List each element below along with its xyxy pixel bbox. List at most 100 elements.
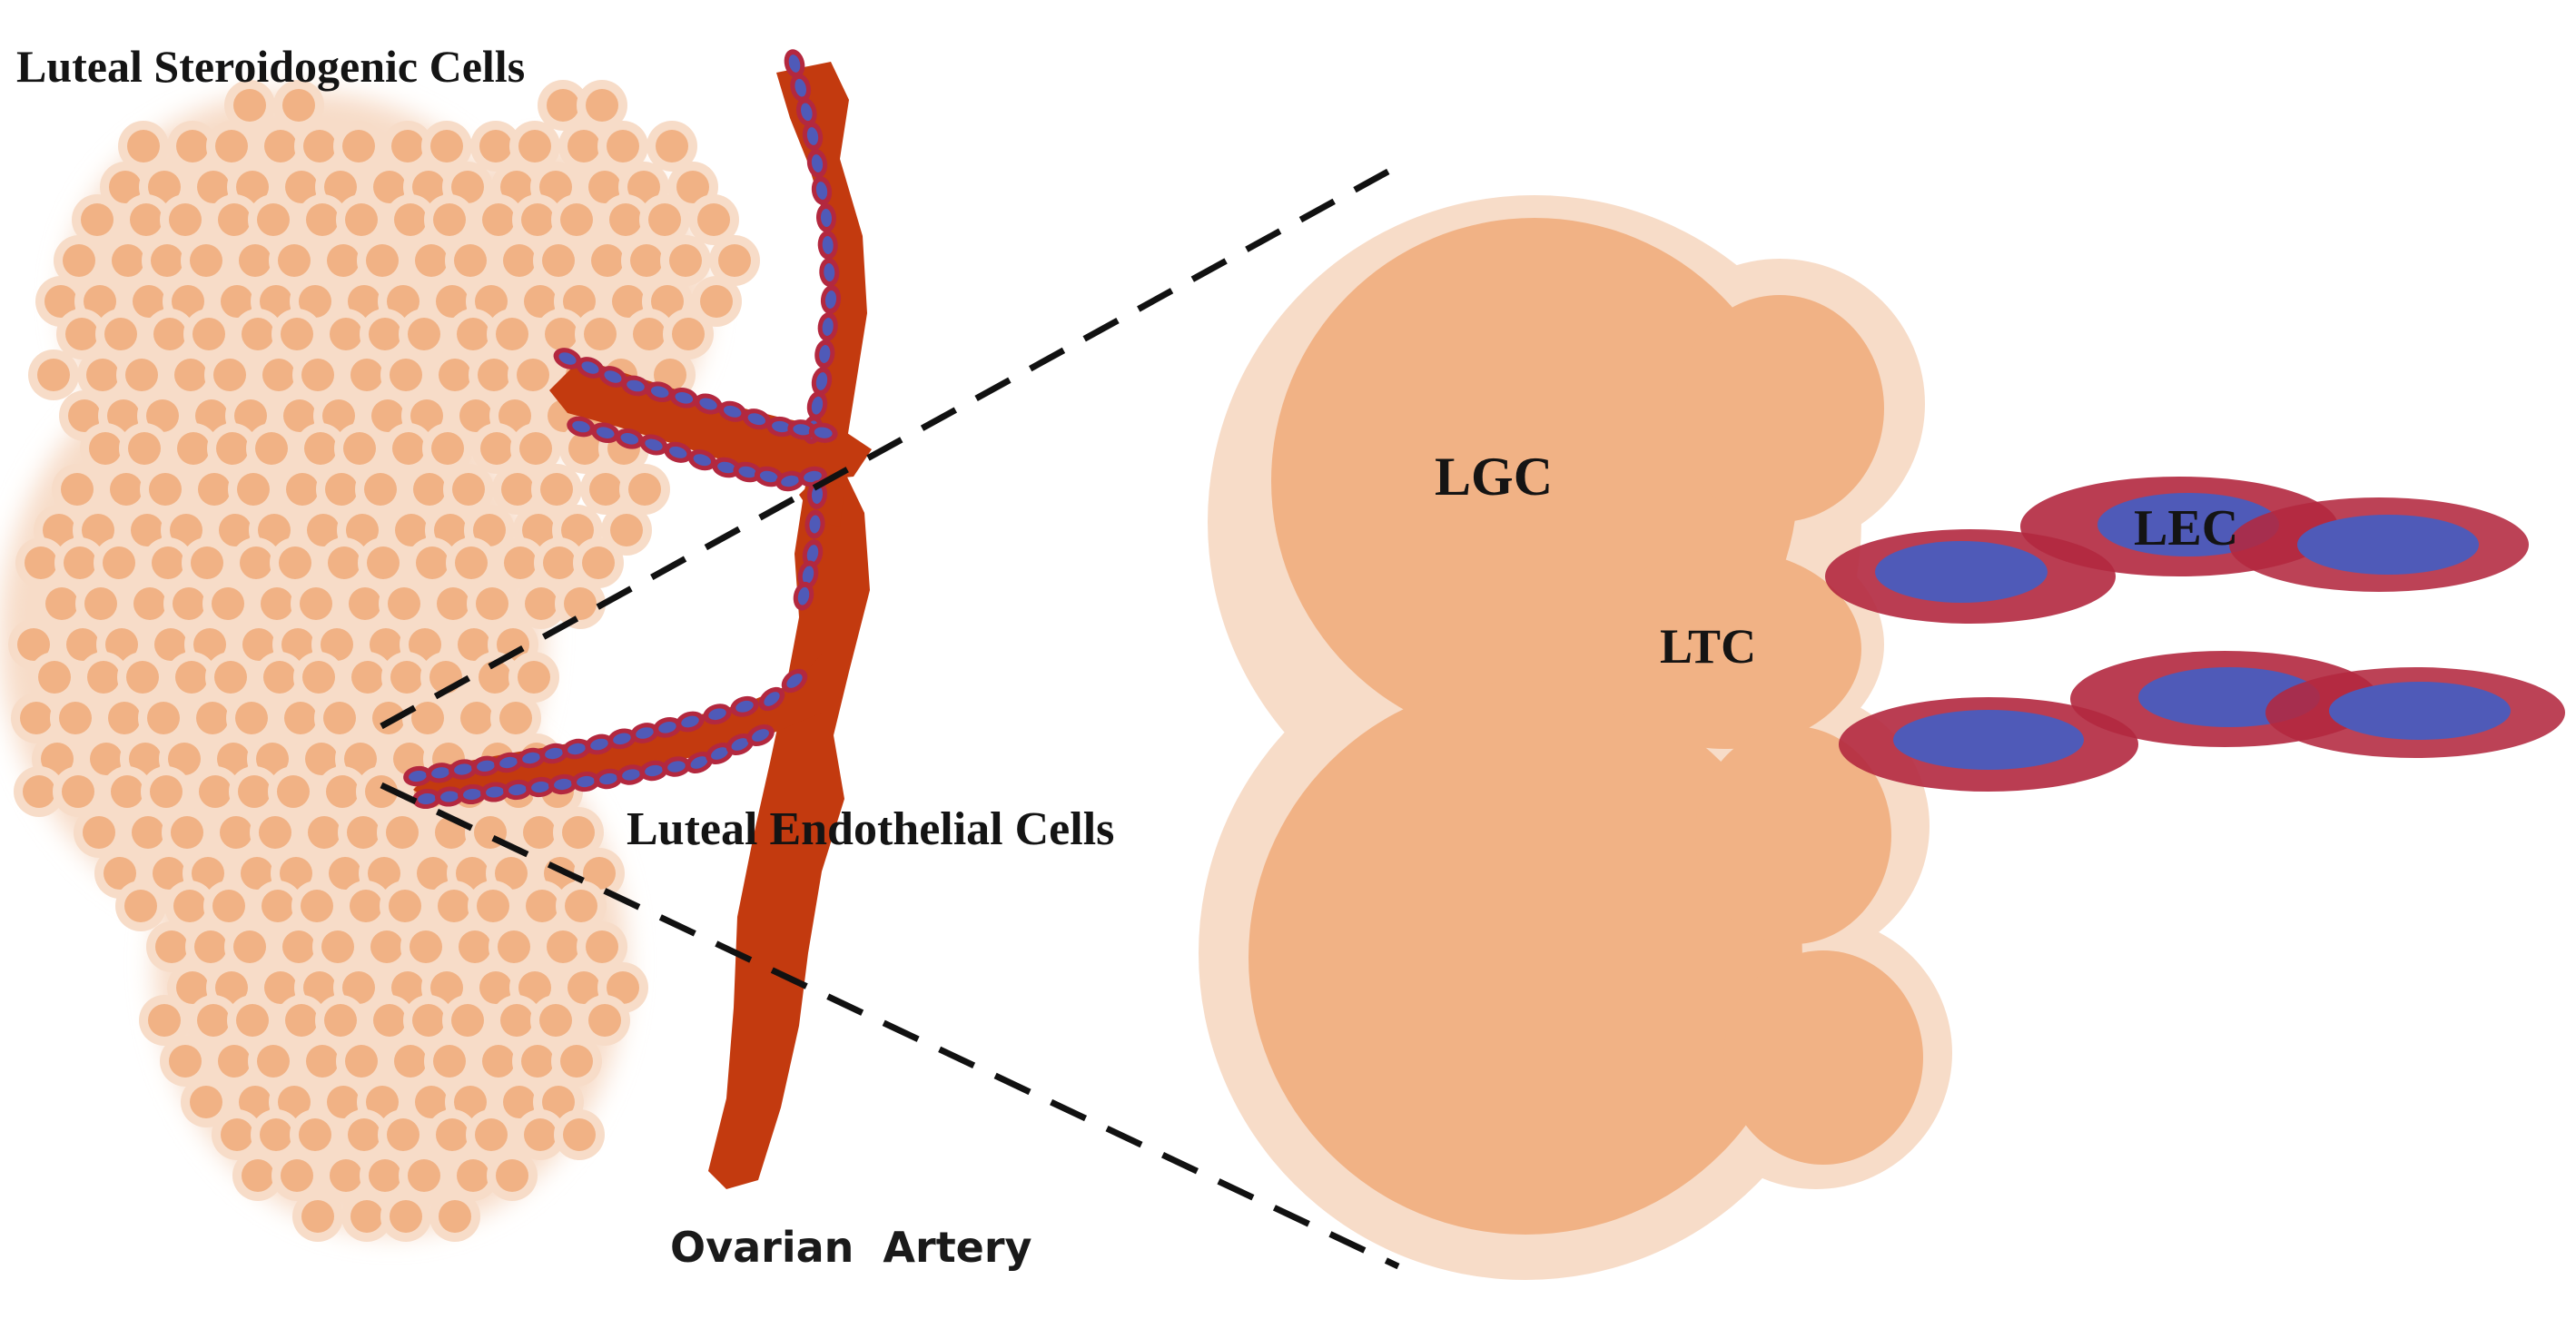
steroidogenic-cell bbox=[36, 578, 87, 629]
endothelial-cell-dot-nucleus bbox=[668, 446, 687, 458]
steroidogenic-cell-body bbox=[607, 130, 639, 162]
steroidogenic-cell bbox=[205, 652, 256, 703]
steroidogenic-cell bbox=[379, 578, 429, 629]
steroidogenic-cell-body bbox=[257, 1045, 290, 1078]
steroidogenic-cell bbox=[429, 881, 479, 931]
steroidogenic-cell-body bbox=[345, 203, 378, 236]
steroidogenic-cell bbox=[579, 995, 630, 1046]
steroidogenic-cell-body bbox=[482, 1045, 515, 1078]
steroidogenic-cell-body bbox=[242, 628, 275, 661]
steroidogenic-cell-body bbox=[610, 514, 643, 546]
steroidogenic-cell bbox=[246, 423, 297, 474]
steroidogenic-cell-body bbox=[330, 318, 362, 350]
steroidogenic-cell-body bbox=[343, 432, 376, 465]
steroidogenic-cell-body bbox=[390, 359, 422, 391]
steroidogenic-cell-body bbox=[129, 743, 162, 775]
steroidogenic-cell bbox=[146, 921, 197, 972]
steroidogenic-cell bbox=[317, 766, 368, 817]
steroidogenic-cell bbox=[619, 464, 670, 515]
steroidogenic-cell-body bbox=[411, 702, 444, 734]
endothelial-cell-dot-nucleus bbox=[440, 791, 459, 802]
steroidogenic-cell-body bbox=[433, 203, 466, 236]
steroidogenic-cell-body bbox=[108, 702, 141, 734]
steroidogenic-cell-body bbox=[282, 930, 315, 963]
steroidogenic-cell bbox=[80, 423, 131, 474]
steroidogenic-cell bbox=[422, 423, 473, 474]
steroidogenic-cell-body bbox=[372, 702, 405, 734]
steroidogenic-cell bbox=[142, 235, 192, 286]
steroidogenic-cell-body bbox=[324, 1004, 357, 1037]
steroidogenic-cell-body bbox=[350, 1200, 383, 1233]
steroidogenic-cell-body bbox=[560, 1045, 593, 1078]
steroidogenic-cell-body bbox=[500, 171, 533, 203]
steroidogenic-cell-body bbox=[151, 244, 183, 277]
endothelial-cell-1-nucleus bbox=[1875, 541, 2048, 603]
steroidogenic-cell-body bbox=[479, 130, 512, 162]
steroidogenic-cell-body bbox=[498, 930, 530, 963]
steroidogenic-cell-body bbox=[630, 244, 663, 277]
steroidogenic-cell bbox=[312, 921, 363, 972]
steroidogenic-cell-body bbox=[373, 171, 406, 203]
steroidogenic-cell-body bbox=[325, 473, 358, 506]
steroidogenic-cell-body bbox=[20, 702, 53, 734]
steroidogenic-cell bbox=[582, 235, 633, 286]
lower-large-cell bbox=[1249, 681, 1802, 1235]
endothelial-cell-dot-nucleus bbox=[658, 721, 676, 733]
steroidogenic-cell bbox=[123, 807, 173, 858]
steroidogenic-cell-body bbox=[669, 244, 702, 277]
steroidogenic-cell-body bbox=[321, 930, 354, 963]
steroidogenic-cell-body bbox=[408, 1159, 440, 1192]
steroidogenic-cell-body bbox=[371, 399, 404, 432]
steroidogenic-cell-body bbox=[174, 359, 207, 391]
steroidogenic-cell-body bbox=[542, 1086, 575, 1118]
endothelial-cell-dot-nucleus bbox=[581, 361, 599, 374]
steroidogenic-cell bbox=[360, 1150, 410, 1201]
steroidogenic-cell-body bbox=[234, 399, 267, 432]
endothelial-cell-dot-nucleus bbox=[545, 747, 563, 760]
endothelial-cell-dot-nucleus bbox=[558, 352, 577, 365]
steroidogenic-cell bbox=[445, 235, 496, 286]
steroidogenic-cell-body bbox=[283, 399, 316, 432]
endothelial-cell-dot-nucleus bbox=[809, 515, 821, 534]
endothelial-cell-dot-nucleus bbox=[636, 727, 654, 739]
steroidogenic-cell-body bbox=[350, 890, 382, 922]
steroidogenic-cell bbox=[295, 423, 346, 474]
steroidogenic-cell-body bbox=[45, 587, 78, 620]
steroidogenic-cell bbox=[206, 121, 257, 172]
steroidogenic-cell-body bbox=[607, 971, 639, 1004]
steroidogenic-cell-body bbox=[37, 359, 70, 391]
steroidogenic-cell bbox=[449, 921, 500, 972]
endothelial-cell-dot-nucleus bbox=[811, 154, 824, 172]
steroidogenic-cell bbox=[141, 766, 192, 817]
steroidogenic-cell-body bbox=[196, 702, 229, 734]
steroidogenic-cell-body bbox=[127, 130, 160, 162]
endothelial-cell-6-nucleus bbox=[2329, 682, 2511, 740]
zoom-lines bbox=[380, 160, 1405, 1270]
steroidogenic-cell-body bbox=[342, 130, 375, 162]
steroidogenic-cell-body bbox=[373, 1004, 406, 1037]
steroidogenic-cell-body bbox=[82, 514, 114, 546]
steroidogenic-cell bbox=[165, 349, 216, 400]
steroidogenic-cell bbox=[487, 309, 538, 359]
endothelial-cell-dot-nucleus bbox=[781, 475, 799, 487]
steroidogenic-cell bbox=[556, 881, 607, 931]
steroidogenic-cell-body bbox=[583, 857, 616, 890]
steroidogenic-cell-body bbox=[518, 130, 551, 162]
steroidogenic-cell-body bbox=[430, 971, 463, 1004]
steroidogenic-cell bbox=[229, 766, 280, 817]
steroidogenic-cell bbox=[448, 309, 498, 359]
steroidogenic-cell-body bbox=[220, 816, 252, 849]
steroidogenic-cell-body bbox=[132, 816, 164, 849]
steroidogenic-cell-body bbox=[63, 244, 95, 277]
steroidogenic-cell bbox=[54, 537, 105, 588]
luteal-tissue-cluster bbox=[0, 80, 760, 1242]
steroidogenic-cell-body bbox=[242, 1159, 274, 1192]
steroidogenic-cell bbox=[115, 881, 166, 931]
endothelial-cell-dot-nucleus bbox=[815, 182, 828, 200]
steroidogenic-cell-body bbox=[369, 1159, 401, 1192]
steroidogenic-cell bbox=[250, 807, 301, 858]
steroidogenic-cell bbox=[231, 537, 281, 588]
steroidogenic-cell-body bbox=[281, 318, 313, 350]
steroidogenic-cell-body bbox=[23, 775, 55, 808]
steroidogenic-cell-body bbox=[150, 775, 183, 808]
